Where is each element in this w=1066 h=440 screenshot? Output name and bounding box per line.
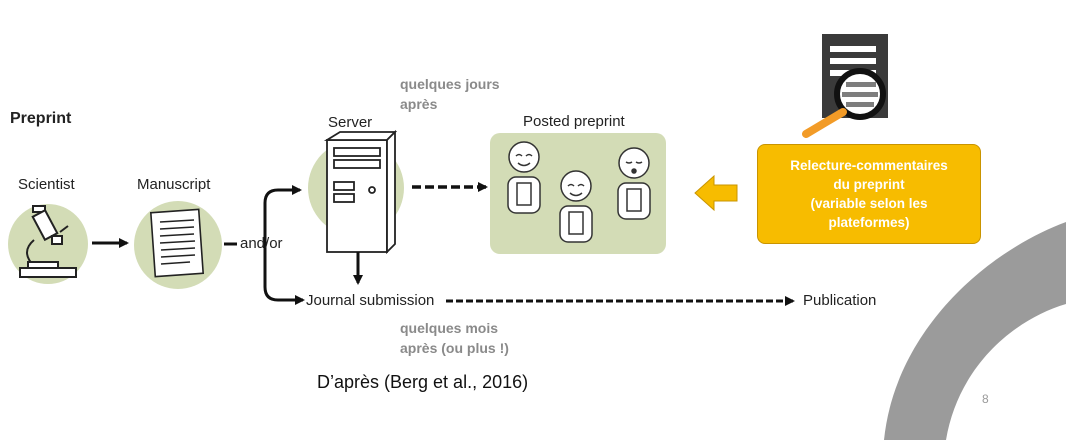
magnifier-document-icon (802, 34, 888, 138)
months-after-note: quelques mois après (ou plus !) (400, 320, 509, 356)
decorative-arc (884, 222, 1066, 440)
branch-connector (263, 188, 286, 302)
scientist-node (8, 204, 88, 284)
journal-submission-label: Journal submission (306, 292, 435, 309)
posted-preprint-label: Posted preprint (523, 113, 625, 130)
page-number: 8 (982, 392, 989, 406)
publication-label: Publication (803, 292, 877, 309)
posted-preprint-node (490, 133, 666, 254)
citation: D’après (Berg et al., 2016) (317, 372, 529, 392)
server-label: Server (328, 114, 373, 131)
scientist-label: Scientist (18, 176, 75, 193)
manuscript-label: Manuscript (137, 176, 211, 193)
section-title: Preprint (10, 110, 72, 127)
reader-figure-icon (507, 141, 541, 214)
days-after-note: quelques jours après (400, 76, 500, 112)
microscope-icon (19, 205, 77, 278)
and-or-label: and/or (240, 235, 283, 252)
document-icon (149, 208, 205, 278)
manuscript-node (134, 201, 222, 289)
server-node (308, 129, 404, 255)
reader-figure-icon (617, 147, 651, 220)
server-icon (323, 129, 398, 255)
review-arrow (694, 174, 738, 212)
review-box: Relecture-commentaires du preprint (vari… (757, 144, 981, 244)
reader-figure-icon (559, 170, 593, 243)
